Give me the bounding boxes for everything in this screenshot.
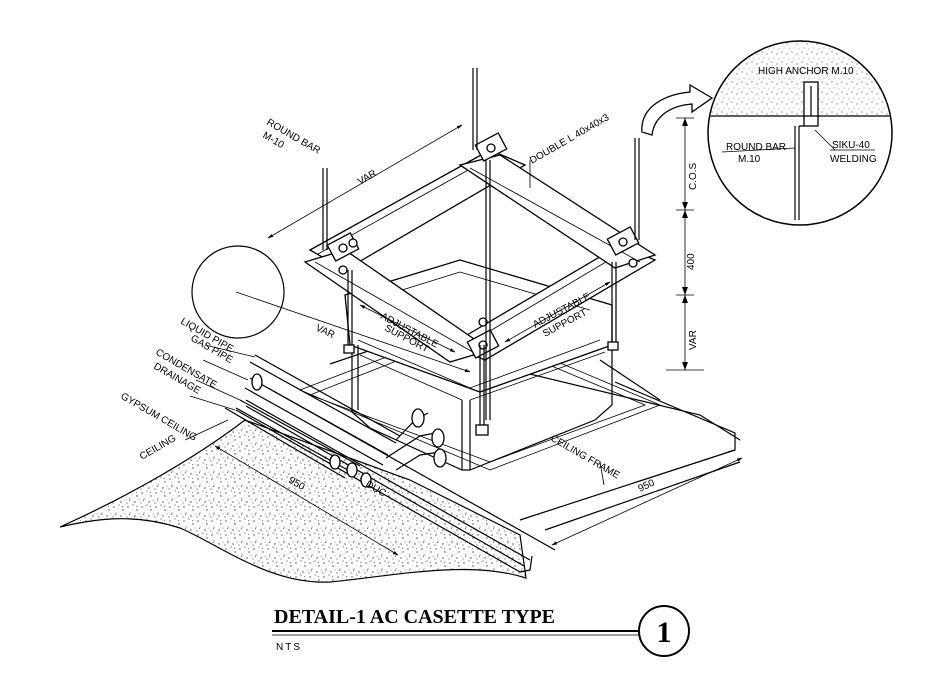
curved-arrow-icon (641, 83, 714, 136)
inset-label-round-bar: ROUND BAR (726, 142, 786, 153)
inset-label-welding: WELDING (830, 154, 877, 165)
detail-number: 1 (657, 616, 672, 649)
gypsum-ceiling-slab (59, 419, 527, 583)
label-400: 400 (686, 253, 697, 270)
title-block: DETAIL-1 AC CASETTE TYPE NTS 1 (272, 605, 690, 657)
inset-labels: HIGH ANCHOR M.10 ROUND BAR M.10 SIKU-40 … (726, 66, 877, 165)
label-double-l: DOUBLE L 40x40x3 (528, 112, 612, 167)
inset-label-siku: SIKU-40 (832, 140, 870, 151)
inset-label-high-anchor: HIGH ANCHOR M.10 (758, 66, 854, 77)
label-ceiling: CEILING (138, 433, 178, 463)
drawing-title: DETAIL-1 AC CASETTE TYPE (274, 606, 555, 628)
detail-callout-circle (191, 245, 285, 339)
label-cos: C.O.S (688, 162, 699, 190)
dimension-lines (184, 117, 743, 556)
label-var-top: VAR (356, 168, 379, 187)
label-gypsum-ceiling: GYPSUM CEILING (119, 391, 199, 444)
label-var-right: VAR (688, 330, 699, 350)
inset-label-round-bar-size: M.10 (738, 154, 761, 165)
scale-note: NTS (276, 642, 302, 653)
label-ceiling-frame: CEILING FRAME (549, 433, 622, 482)
